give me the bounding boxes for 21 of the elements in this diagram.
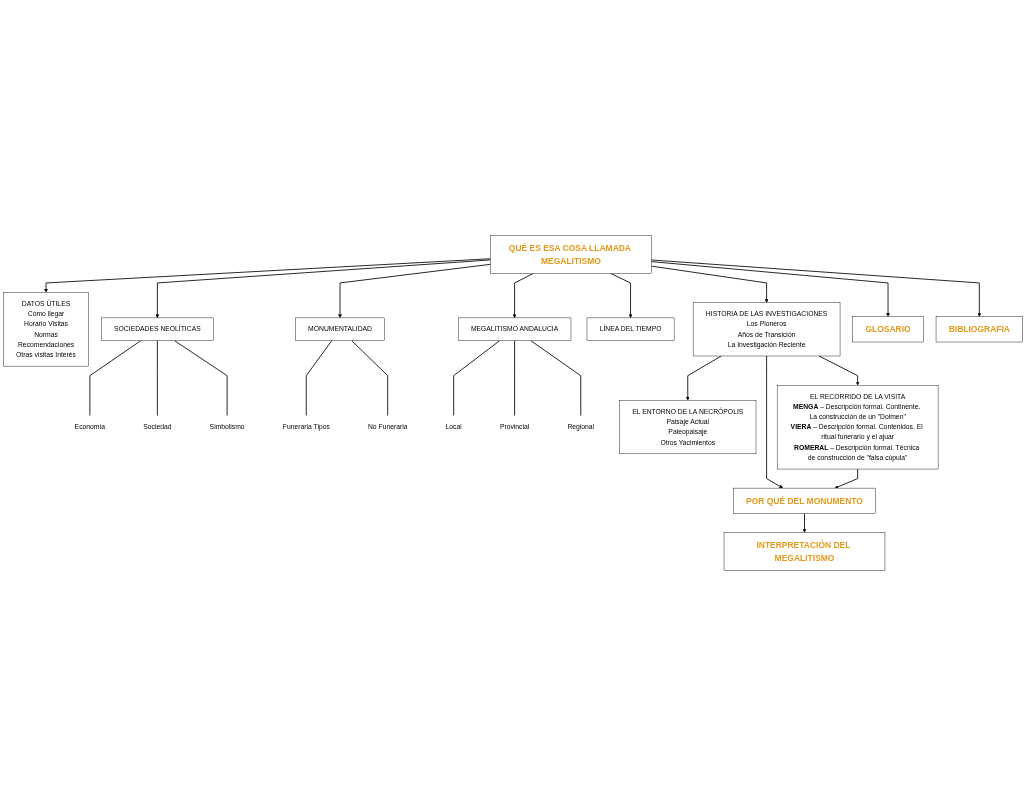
node-box (295, 317, 385, 341)
connector (351, 340, 389, 417)
node-box (458, 317, 572, 341)
node-box (3, 292, 89, 367)
node-box (490, 235, 652, 274)
node-box (935, 316, 1023, 343)
connector (305, 340, 333, 417)
node-box (101, 317, 214, 341)
node-box (619, 400, 757, 455)
connector (174, 340, 228, 417)
node-box (852, 316, 924, 343)
connector (156, 340, 158, 417)
connector (453, 340, 500, 417)
node-box (733, 487, 876, 514)
node-box (723, 532, 886, 571)
node-box (692, 302, 841, 357)
connector (514, 340, 515, 417)
node-box (777, 385, 939, 470)
connector (530, 340, 582, 417)
connector (89, 340, 142, 417)
node-box (586, 317, 675, 341)
